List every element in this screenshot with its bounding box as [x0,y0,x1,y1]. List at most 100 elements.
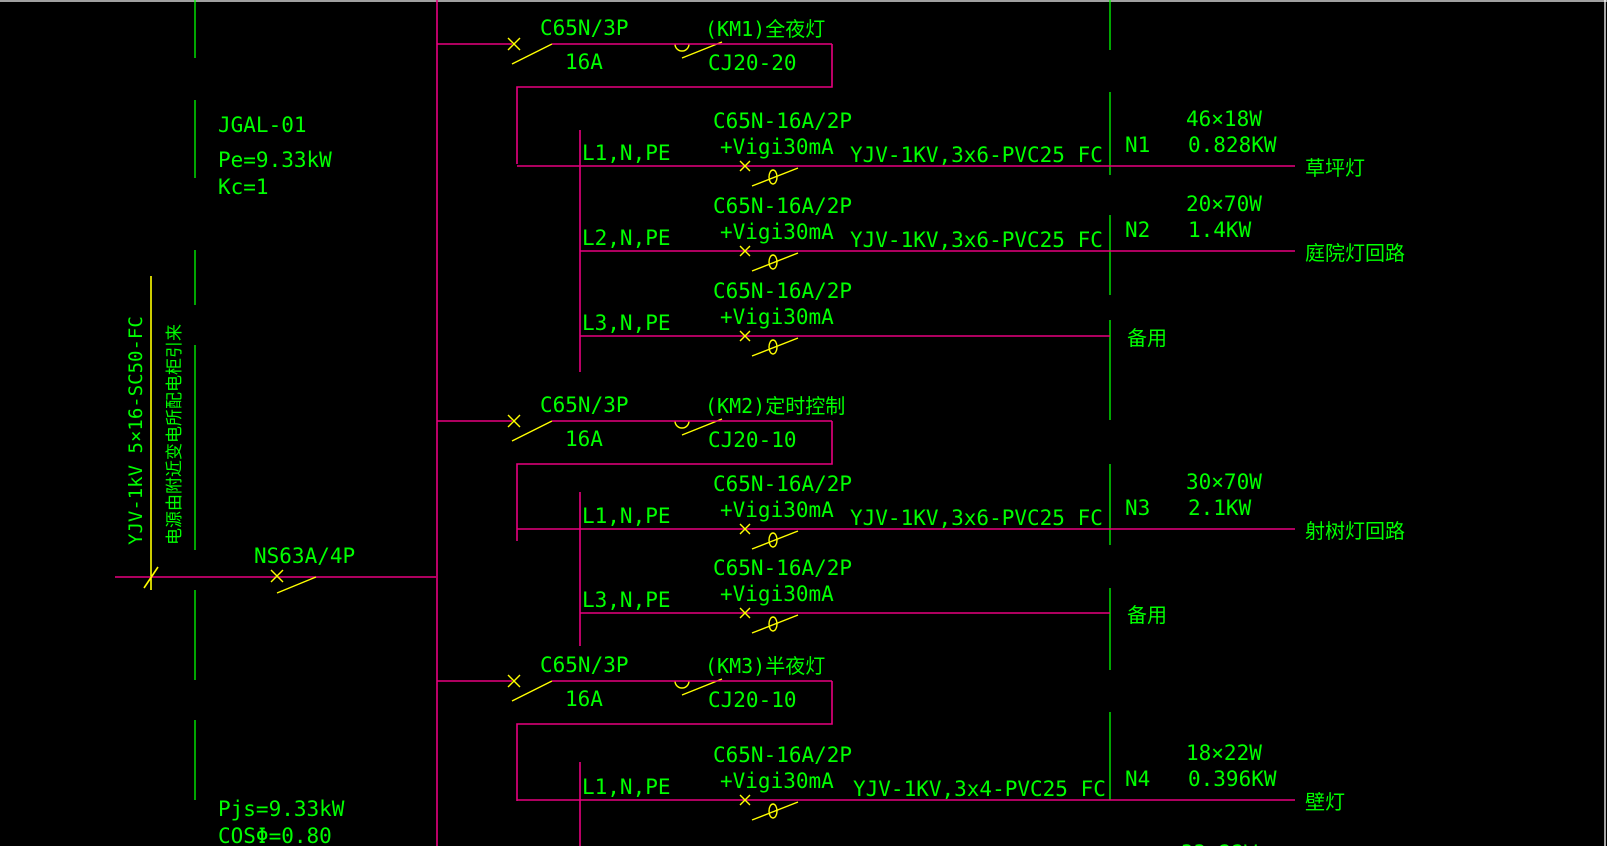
group-breaker-label: C65N/3P [540,653,629,677]
rcd-symbol [768,532,778,548]
rcd-symbol [768,254,778,270]
circuit-phase: L2,N,PE [582,226,671,250]
group-loop [516,421,833,541]
circuit-load-power: 0.396KW [1188,767,1277,791]
circuit-breaker-model: C65N-16A/2P [713,556,852,580]
circuit-phase: L3,N,PE [582,311,671,335]
circuit-breaker-model: C65N-16A/2P [713,472,852,496]
circuit-rcd: +Vigi30mA [720,220,834,244]
circuit-cable: YJV-1KV,3x6-PVC25 FC [850,143,1103,167]
circuit-name: 壁灯 [1305,790,1345,814]
breaker-blade [751,614,799,634]
rcd-symbol [768,339,778,355]
contactor-coil [674,680,690,689]
circuit-phase: L1,N,PE [582,775,671,799]
breaker-blade [751,337,799,357]
circuit-row: C65N-16A/2P33×22W [713,841,1257,846]
circuit-breaker-model: C65N-16A/2P [713,743,852,767]
group-loop [516,44,833,164]
circuit-breaker-model: C65N-16A/2P [713,843,852,846]
breaker-blade [511,680,553,702]
breaker-cross [507,37,521,51]
contactor-label: (KM1)全夜灯 [705,17,825,41]
circuit-row: L2,N,PE C65N-16A/2P+Vigi30mA YJV-1KV,3x6-P… [580,192,1405,272]
panel-demand-factor: Kc=1 [218,175,269,199]
contactor-groups: C65N/3P 16A (KM1)全夜灯 CJ20-20C65N/3P16A(KM2)… [437,16,845,846]
breaker-blade [751,167,799,187]
circuit-phase: L3,N,PE [582,588,671,612]
contactor-model: CJ20-20 [708,51,797,75]
breaker-blade [511,420,553,442]
circuit-name: 草坪灯 [1305,156,1365,180]
breaker-cross [739,245,751,257]
breaker-cross [739,160,751,172]
incoming-cable-label: YJV-1kV 5×16-SC50-FC [125,316,147,545]
breaker-blade [751,252,799,272]
breaker-cross [739,607,751,619]
circuit-rcd: +Vigi30mA [720,135,834,159]
circuit-name: 庭院灯回路 [1305,241,1405,265]
contactor-label: (KM3)半夜灯 [705,654,825,678]
group-loop [516,681,833,801]
rcd-symbol [768,616,778,632]
group-breaker-label: C65N/3P [540,393,629,417]
circuit-load-power: 1.4KW [1188,218,1252,242]
circuit-code: N2 [1125,218,1150,242]
circuit-name: 备用 [1127,326,1167,350]
circuit-load-power: 0.828KW [1188,133,1277,157]
group-breaker-rating: 16A [565,687,603,711]
main-breaker-symbol [270,569,317,594]
circuit-load-power: 2.1KW [1188,496,1252,520]
breaker-blade [751,801,799,821]
panel-installed-power: Pe=9.33kW [218,148,332,172]
rcd-symbol [768,803,778,819]
breaker-cross [739,523,751,535]
circuit-phase: L1,N,PE [582,504,671,528]
circuit-row: L1,N,PE C65N-16A/2P+Vigi30mA YJV-1KV,3x4-P… [517,741,1345,821]
incoming-source-note: 电源由附近变电所配电柜引来 [165,324,185,545]
circuit-load-count: 18×22W [1186,741,1262,765]
contactor-model: CJ20-10 [708,688,797,712]
column-dividers [194,0,1111,800]
group-breaker-label: C65N/3P [540,16,629,40]
circuit-breaker-model: C65N-16A/2P [713,109,852,133]
breaker-cross [507,414,521,428]
circuit-code: N3 [1125,496,1150,520]
circuit-row: L1,N,PE C65N-16A/2P+Vigi30mA YJV-1KV,3x6-P… [517,470,1405,550]
breaker-cross [507,674,521,688]
incoming-feeder: YJV-1kV 5×16-SC50-FC 电源由附近变电所配电柜引来 NS63A… [115,276,436,594]
circuit-rcd: +Vigi30mA [720,305,834,329]
breaker-blade [511,43,553,65]
circuit-row: L3,N,PE C65N-16A/2P+Vigi30mA 备用 [580,279,1167,357]
circuit-name: 备用 [1127,603,1167,627]
contactor-group: C65N/3P 16A (KM3)半夜灯 CJ20-10 [437,653,833,801]
panel-id: JGAL-01 [218,113,307,137]
circuit-load-count: 30×70W [1186,470,1262,494]
circuit-name: 射树灯回路 [1305,519,1405,543]
contactor-model: CJ20-10 [708,428,797,452]
circuit-breaker-model: C65N-16A/2P [713,279,852,303]
circuit-breaker-model: C65N-16A/2P [713,194,852,218]
rcd-symbol [768,169,778,185]
panel-calculated-power: Pjs=9.33kW [218,797,345,821]
circuit-code: N4 [1125,767,1150,791]
main-breaker-label: NS63A/4P [254,544,355,568]
circuit-cable: YJV-1KV,3x4-PVC25 FC [853,777,1106,801]
contactor-group: C65N/3P 16A (KM1)全夜灯 CJ20-20 [437,16,833,164]
circuit-load-count: 46×18W [1186,107,1262,131]
circuit-rcd: +Vigi30mA [720,769,834,793]
circuit-cable: YJV-1KV,3x6-PVC25 FC [850,506,1103,530]
circuit-load-count: 20×70W [1186,192,1262,216]
group-breaker-rating: 16A [565,50,603,74]
contactor-coil [674,420,690,429]
circuit-phase: L1,N,PE [582,141,671,165]
circuit-cable: YJV-1KV,3x6-PVC25 FC [850,228,1103,252]
panel-power-factor: COSΦ=0.80 [218,824,332,846]
breaker-cross [739,330,751,342]
circuit-rcd: +Vigi30mA [720,498,834,522]
